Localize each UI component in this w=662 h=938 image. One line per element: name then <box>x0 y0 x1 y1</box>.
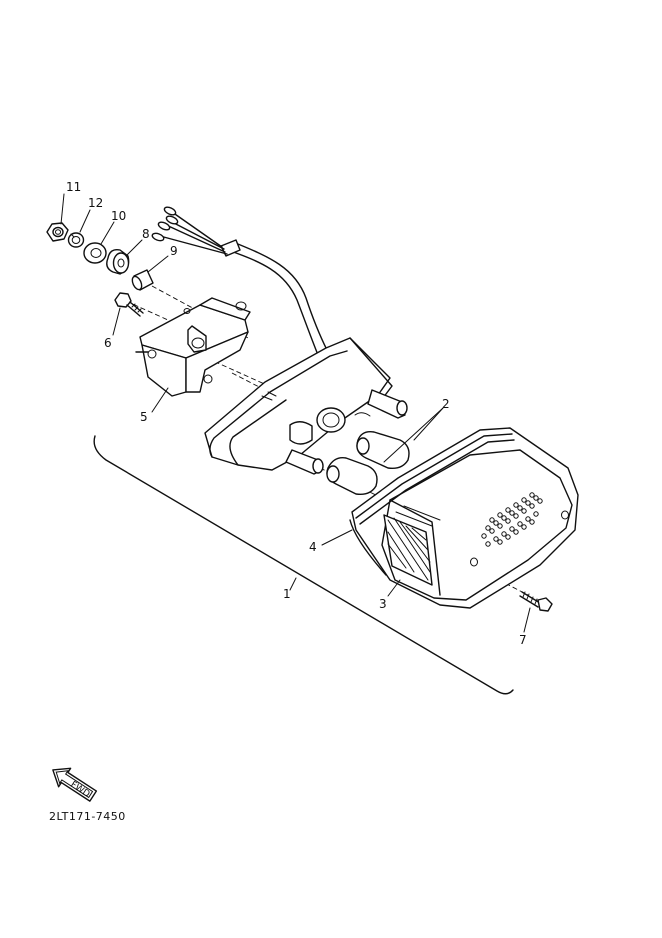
bolt-part-6 <box>114 292 144 317</box>
nut-part-11 <box>46 222 69 242</box>
callout-3: 3 <box>379 597 387 611</box>
callout-1: 1 <box>283 587 291 601</box>
grommet-part-8 <box>106 248 130 275</box>
callout-6: 6 <box>104 336 112 350</box>
bracket-part-5 <box>135 297 251 397</box>
part-code: 2LT171-7450 <box>49 810 126 823</box>
callout-12: 12 <box>88 196 103 210</box>
lens-part-3 <box>349 427 579 609</box>
callout-8: 8 <box>142 227 150 241</box>
callout-4: 4 <box>309 540 317 554</box>
callout-10: 10 <box>111 209 126 223</box>
bulbs-part-2 <box>326 430 410 496</box>
reflector-dot-grid <box>481 492 543 547</box>
callout-9: 9 <box>170 244 178 258</box>
wire-harness <box>151 206 328 356</box>
forward-arrow-icon: FWD <box>52 767 98 802</box>
callout-5: 5 <box>140 410 148 424</box>
tail-light-housing <box>204 337 408 475</box>
leader-lines <box>60 193 531 633</box>
screw-part-7 <box>519 591 553 612</box>
callout-7: 7 <box>519 633 527 647</box>
assembly-bracket <box>93 435 514 695</box>
callout-2: 2 <box>442 397 450 411</box>
lock-washer-part-12 <box>67 232 85 248</box>
callout-11: 11 <box>66 180 81 194</box>
collar-part-9 <box>131 269 154 291</box>
washer-part-10 <box>83 242 107 264</box>
